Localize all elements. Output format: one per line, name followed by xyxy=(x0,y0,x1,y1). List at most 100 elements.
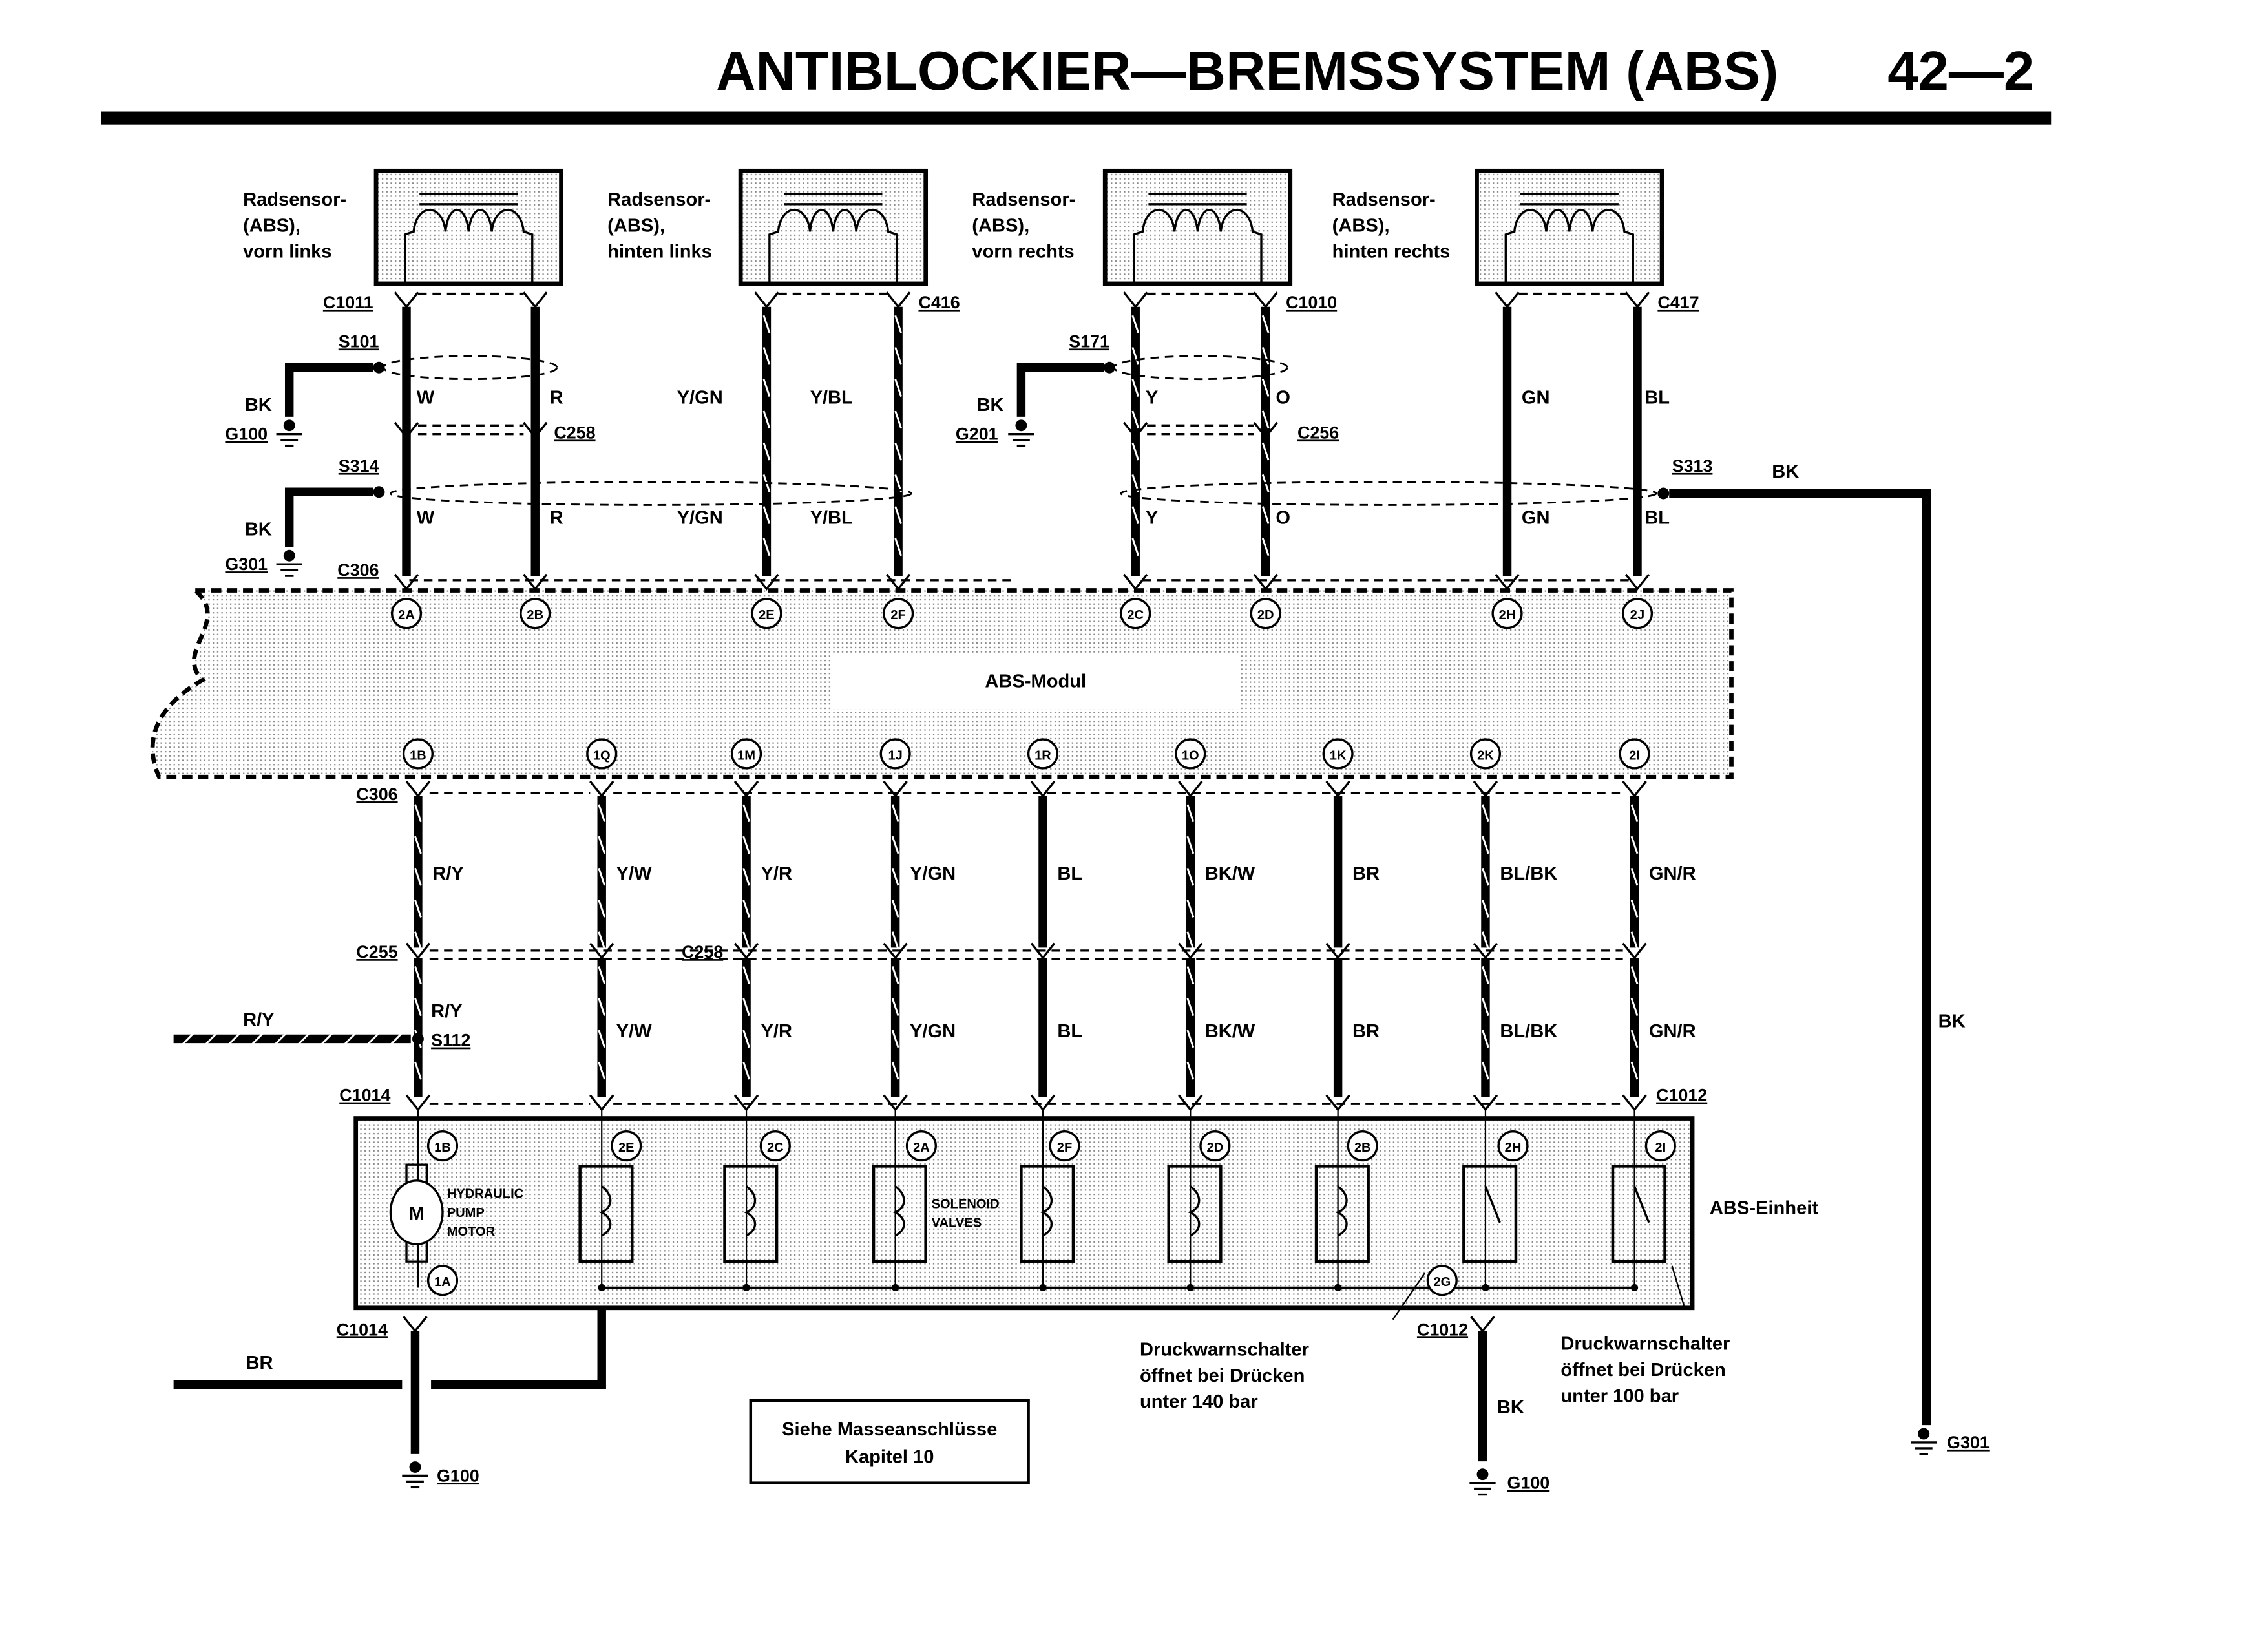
pin-circle xyxy=(1175,738,1206,770)
pin-circle xyxy=(883,598,914,629)
pin-label: 2D xyxy=(1257,608,1274,622)
ground-label: G301 xyxy=(1947,1433,1990,1452)
wire-stripe xyxy=(598,900,606,918)
sensor-coil-icon xyxy=(768,209,898,284)
pin-label: 2B xyxy=(527,608,543,622)
wire-color-label: Y/BL xyxy=(810,508,853,529)
wire-stripe xyxy=(762,538,771,556)
wire-stripe xyxy=(894,506,902,524)
switch-icon xyxy=(1633,1186,1650,1223)
pin-circle xyxy=(426,1265,459,1296)
pressure-switch-box xyxy=(1462,1165,1518,1263)
ground-icon xyxy=(283,549,295,562)
pressure-switch-note-100: öffnet bei Drücken xyxy=(1560,1360,1725,1380)
connector-terminal xyxy=(1123,291,1148,309)
pin-label: 2A xyxy=(913,1141,930,1155)
splice-label: S112 xyxy=(431,1031,470,1050)
wire-stripe xyxy=(762,442,771,461)
wire-color-label: Y xyxy=(1146,388,1158,408)
connector-terminal xyxy=(1123,421,1148,439)
pin-circle xyxy=(1619,738,1650,770)
sensor-label: Radsensor- xyxy=(1332,189,1436,210)
wire-stripe xyxy=(891,998,899,1017)
ground-label: G100 xyxy=(1507,1474,1550,1493)
pin-circle xyxy=(402,738,434,770)
wire-stripe xyxy=(891,931,899,950)
ground-label: G100 xyxy=(225,425,268,444)
pin-label: 1M xyxy=(737,748,755,763)
wire-stripe xyxy=(891,966,899,984)
pin-label: 2C xyxy=(1127,608,1144,622)
pin-label: 1A xyxy=(434,1275,451,1289)
splice-dot xyxy=(373,361,385,374)
wire-stripe xyxy=(598,966,606,984)
abs-module-label: ABS-Modul xyxy=(985,671,1086,692)
wire-stripe xyxy=(251,1032,264,1046)
ground-icon xyxy=(283,419,295,432)
abs-unit xyxy=(353,1116,1695,1311)
sensor-label: Radsensor- xyxy=(607,189,711,210)
wire-stripe xyxy=(414,900,422,918)
pin-circle xyxy=(1120,598,1151,629)
pressure-switch-note-140: Druckwarnschalter xyxy=(1140,1340,1309,1360)
connector-terminal xyxy=(885,573,911,591)
wire-color-label: GN/R xyxy=(1649,1021,1696,1042)
pin-circle xyxy=(759,1130,791,1162)
wire-stripe xyxy=(1261,410,1270,429)
pin-label: 1J xyxy=(888,748,902,763)
connector-label: C258 xyxy=(554,423,595,442)
wire-stripe xyxy=(320,1032,333,1046)
pin-circle xyxy=(879,738,911,770)
wire-stripe xyxy=(894,315,902,333)
pin-label: 2D xyxy=(1206,1141,1223,1155)
wire-stripe xyxy=(1630,1061,1639,1080)
connector-label: C256 xyxy=(1297,423,1339,442)
connector-label: C306 xyxy=(356,785,397,804)
wire-stripe xyxy=(742,966,750,984)
wire-stripe xyxy=(762,506,771,524)
ground-icon xyxy=(409,1461,421,1473)
connector-label: C417 xyxy=(1657,293,1699,312)
connector-terminal xyxy=(733,1094,759,1112)
wire-color-label: BL/BK xyxy=(1500,1021,1557,1042)
pin-label: 2I xyxy=(1629,748,1640,763)
ground-wire xyxy=(284,487,373,547)
wire-stripe xyxy=(1186,966,1195,984)
pin-label: 2B xyxy=(1354,1141,1371,1155)
wire-color-label: BK xyxy=(1938,1011,1966,1032)
pin-label: 1R xyxy=(1034,748,1051,763)
wire-stripe xyxy=(742,1061,750,1080)
ground-label: G100 xyxy=(437,1466,479,1485)
wire-stripe xyxy=(742,867,750,886)
sensor-label: vorn links xyxy=(243,242,331,262)
ground-icon xyxy=(1918,1428,1930,1440)
connector-terminal xyxy=(1624,573,1650,591)
pin-circle xyxy=(586,738,618,770)
pin-circle xyxy=(1491,598,1523,629)
br-wire xyxy=(431,1309,606,1389)
connector-terminal xyxy=(754,291,779,309)
wire-stripe xyxy=(1630,900,1639,918)
wire-color-label: GN xyxy=(1522,388,1550,408)
ground-wire xyxy=(284,363,373,417)
sensor-label: hinten links xyxy=(607,242,712,262)
wire-stripe xyxy=(1131,379,1140,397)
connector-terminal xyxy=(589,1094,614,1112)
connector-label: C1012 xyxy=(1417,1320,1468,1339)
wire-stripe xyxy=(1482,867,1489,886)
wire-color-label: BK xyxy=(977,395,1004,416)
wire-stripe xyxy=(1131,538,1140,556)
wire-stripe xyxy=(891,804,899,823)
wire-color-label: Y xyxy=(1146,508,1158,529)
connector-terminal xyxy=(1622,780,1647,798)
solenoid-coil-icon xyxy=(1188,1185,1201,1237)
wire-stripe xyxy=(598,804,606,823)
solenoid-coil-icon xyxy=(599,1185,612,1237)
wire-color-label: R/Y xyxy=(431,1001,463,1022)
pin-circle xyxy=(426,1130,459,1162)
wire-color-label: BK/W xyxy=(1205,863,1255,884)
wire-stripe xyxy=(1131,442,1140,461)
sensor-label: Radsensor- xyxy=(972,189,1075,210)
sensor-label: (ABS), xyxy=(1332,215,1390,236)
wire-color-label: R/Y xyxy=(243,1009,275,1030)
